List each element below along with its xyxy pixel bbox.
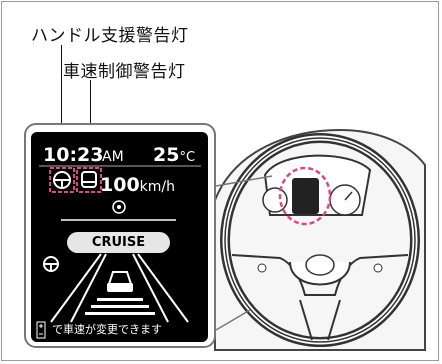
speed-change-message: で車速が変更できます xyxy=(52,323,162,336)
following-distance-bars xyxy=(85,298,155,315)
clock-ampm: AM xyxy=(102,149,124,165)
lane-lines xyxy=(50,253,189,323)
outside-temperature: 25°C xyxy=(153,144,196,166)
speed-control-callout: 車速制御警告灯 xyxy=(63,62,186,82)
vehicle-speed-control-warning-icon xyxy=(81,171,97,188)
set-speed: 100km/h xyxy=(100,174,176,196)
vehicle-ahead-icon xyxy=(107,271,133,292)
sensor-status-icon xyxy=(112,200,126,214)
lane-assist-icon xyxy=(43,256,59,272)
leader-line-speed xyxy=(90,80,91,150)
multi-information-display: 10:23 AM 25°C xyxy=(31,132,208,342)
steering-wheel-warning-icon xyxy=(53,171,71,189)
up-down-switch-icon xyxy=(36,321,46,339)
leader-line-steering xyxy=(61,45,62,149)
cruise-mode-label: CRUISE xyxy=(67,232,170,253)
steering-assist-callout: ハンドル支援警告灯 xyxy=(31,26,189,46)
clock-time: 10:23 xyxy=(43,144,104,166)
